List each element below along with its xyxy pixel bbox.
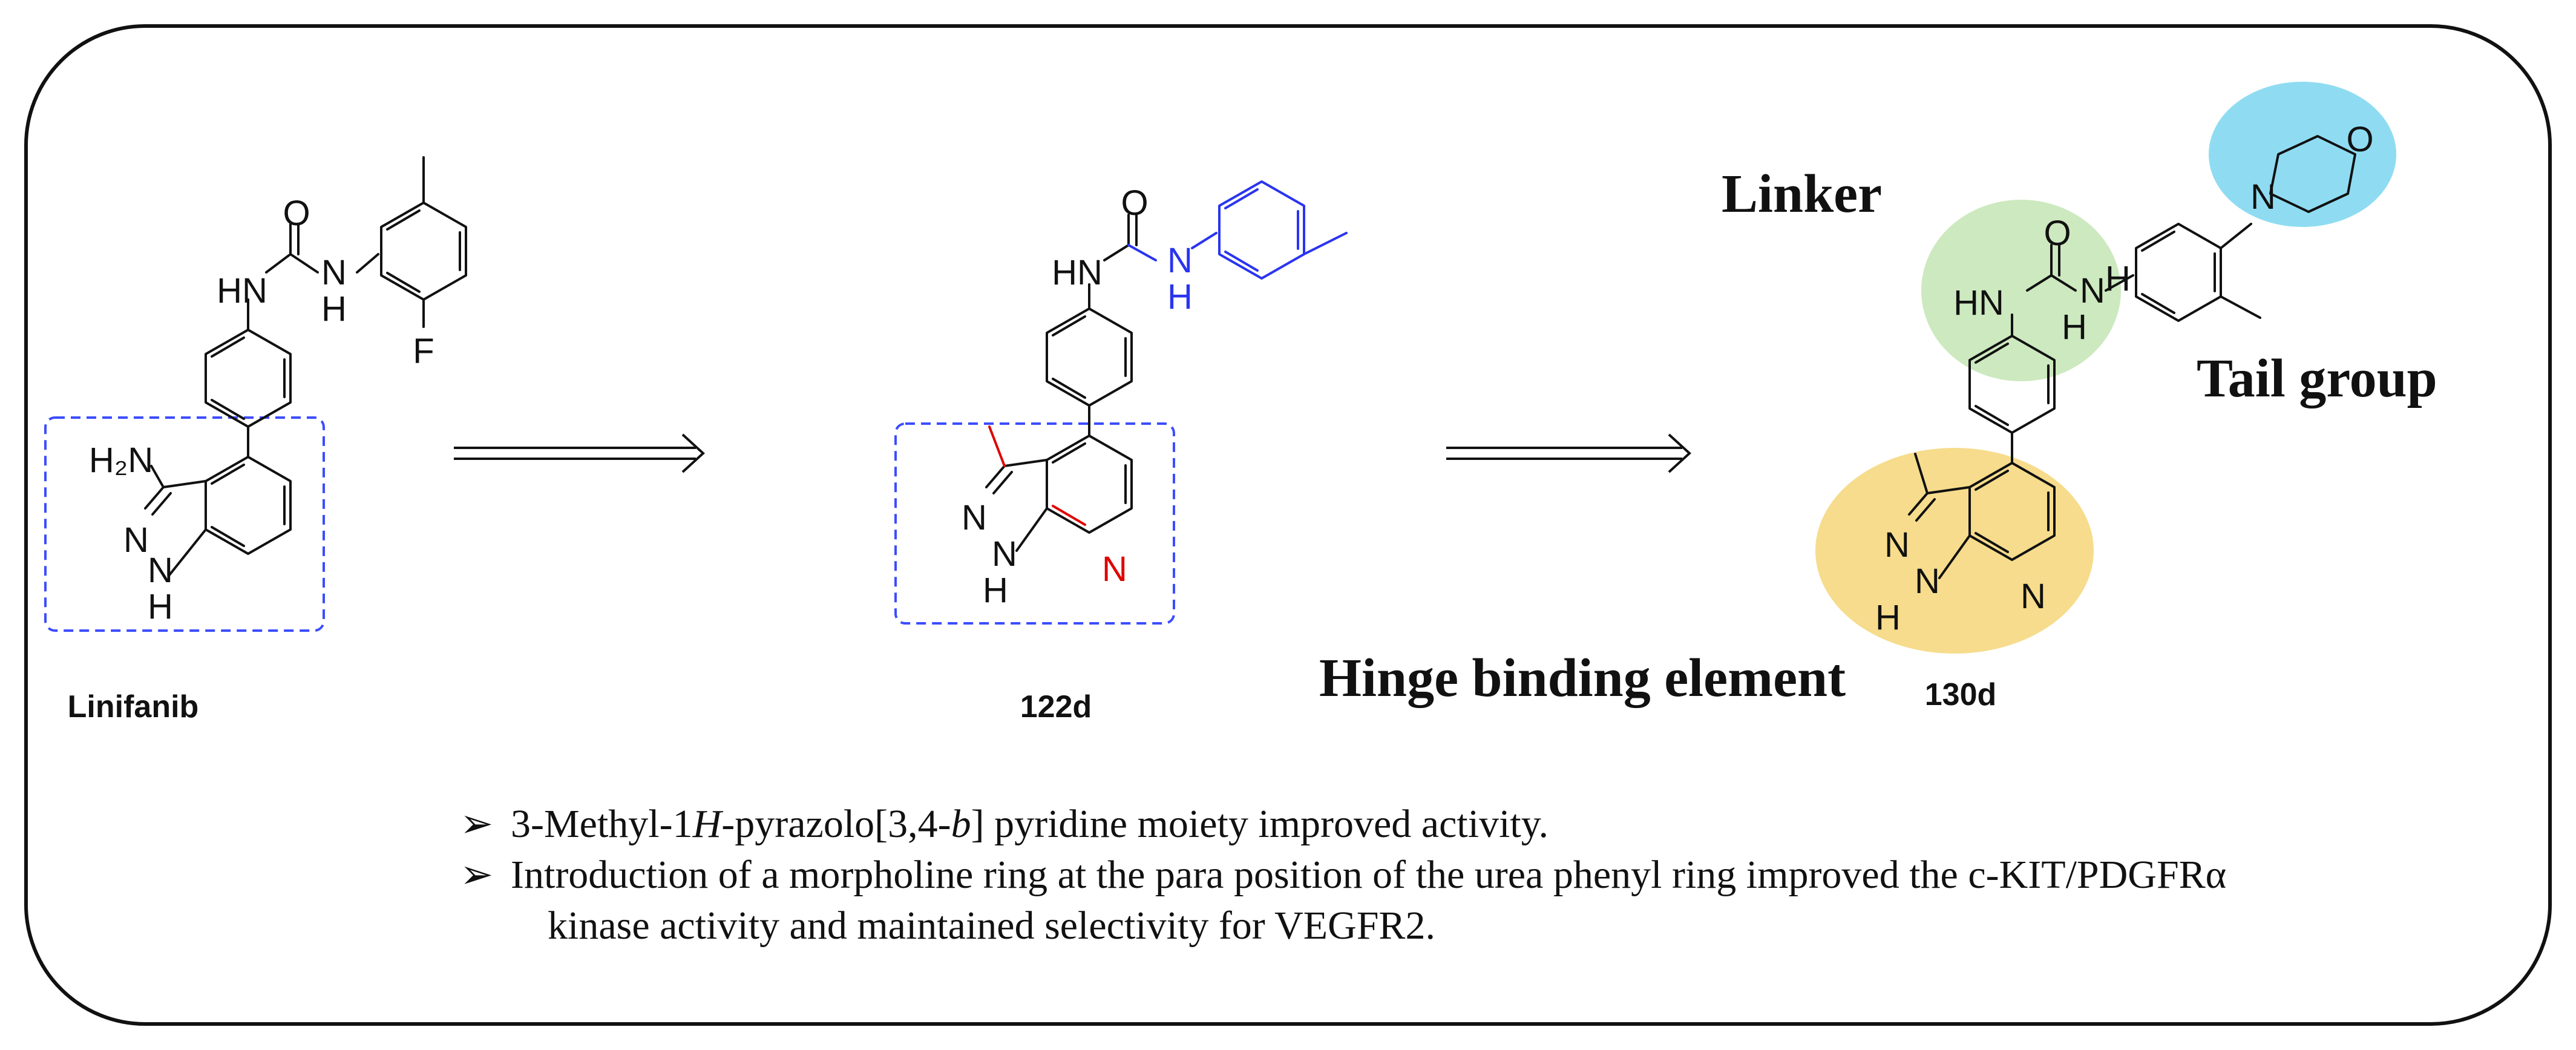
compound-122d-structure: O HN N H N N H N 122d xyxy=(894,180,1348,724)
note-2-text: Introduction of a morpholine ring at the… xyxy=(511,853,2227,897)
sar-notes: ➢ 3-Methyl-1H-pyrazolo[3,4-b] pyridine m… xyxy=(460,799,2457,951)
arrow-1 xyxy=(454,433,705,473)
linifanib-nh-n-label: N xyxy=(321,253,347,292)
linifanib-oxygen-label: O xyxy=(283,194,310,233)
note-2: ➢ Introduction of a morpholine ring at t… xyxy=(460,850,2457,901)
130d-hn-label: HN xyxy=(1953,283,2004,323)
linifanib-amine-label: H₂N xyxy=(89,441,153,480)
130d-morpholine-n-label: N xyxy=(2250,177,2276,217)
130d-oxygen-label: O xyxy=(2043,214,2071,253)
linifanib-aryl-ring xyxy=(380,202,467,301)
tail-group-label: Tail group xyxy=(2197,349,2437,409)
130d-aryl-ring xyxy=(2135,223,2222,322)
linifanib-indazole-nh-h-label: H xyxy=(148,587,173,626)
130d-pyrazole-nh-h-label: H xyxy=(1875,598,1901,637)
130d-pyrazole-nh-n-label: N xyxy=(1915,562,1940,601)
122d-pyridine-n-label: N xyxy=(1102,550,1127,589)
linifanib-structure: O HN N H F H₂N N N H Linifanib xyxy=(44,156,467,724)
linifanib-hn-label: HN xyxy=(217,271,267,310)
122d-hinge-box xyxy=(894,422,1175,625)
122d-pyrazole-n-label: N xyxy=(962,498,987,537)
linifanib-fluoro-label: F xyxy=(413,332,434,371)
note-1: ➢ 3-Methyl-1H-pyrazolo[3,4-b] pyridine m… xyxy=(460,799,2457,850)
note-1-bullet: ➢ xyxy=(460,802,494,846)
130d-nh-h-label: H xyxy=(2062,307,2087,347)
linifanib-phenyl-ring xyxy=(205,329,292,428)
compound-label-linifanib: Linifanib xyxy=(68,689,199,724)
122d-pyridine-ring xyxy=(1046,435,1133,534)
130d-morpholine-o-label: O xyxy=(2346,120,2373,159)
130d-morpholine-ring xyxy=(2269,135,2356,213)
note-2-continuation: kinase activity and maintained selectivi… xyxy=(548,904,1435,948)
130d-pyrazole-n-label: N xyxy=(1884,525,1910,565)
122d-pyrazole-nh-n-label: N xyxy=(992,534,1017,574)
linker-label: Linker xyxy=(1722,164,1882,224)
arrow-2 xyxy=(1446,433,1691,473)
compound-130d-structure: O HN N H H N O N N H N Linker Tail group… xyxy=(1319,82,2437,712)
note-1-text: 3-Methyl-1H-pyrazolo[3,4-b] pyridine moi… xyxy=(511,802,1549,846)
linifanib-hinge-box xyxy=(44,416,325,632)
122d-hn-label: HN xyxy=(1052,253,1103,292)
linifanib-indazole-n-label: N xyxy=(123,520,149,560)
linifanib-indazole-benzo xyxy=(205,456,292,555)
diagram-frame xyxy=(24,24,2552,1026)
compound-label-130d: 130d xyxy=(1925,677,1997,712)
122d-nh-n-label: N xyxy=(1167,241,1193,280)
130d-nh-n-label: N xyxy=(2080,271,2105,310)
hinge-region xyxy=(1815,448,2094,654)
122d-tolyl-ring xyxy=(1218,180,1305,280)
linifanib-indazole-nh-n-label: N xyxy=(148,551,173,590)
130d-nh2-h-label: H xyxy=(2105,259,2131,298)
hinge-binding-label: Hinge binding element xyxy=(1319,648,1846,708)
130d-pyridine-n-label: N xyxy=(2020,577,2046,616)
122d-phenyl-ring xyxy=(1046,307,1133,407)
note-2-bullet: ➢ xyxy=(460,853,494,897)
122d-nh-h-label: H xyxy=(1167,277,1193,317)
122d-oxygen-label: O xyxy=(1121,183,1148,223)
linker-region xyxy=(1921,200,2121,381)
compound-label-122d: 122d xyxy=(1020,689,1092,724)
122d-pyrazole-nh-h-label: H xyxy=(983,571,1008,610)
linifanib-nh-h-label: H xyxy=(321,289,347,329)
